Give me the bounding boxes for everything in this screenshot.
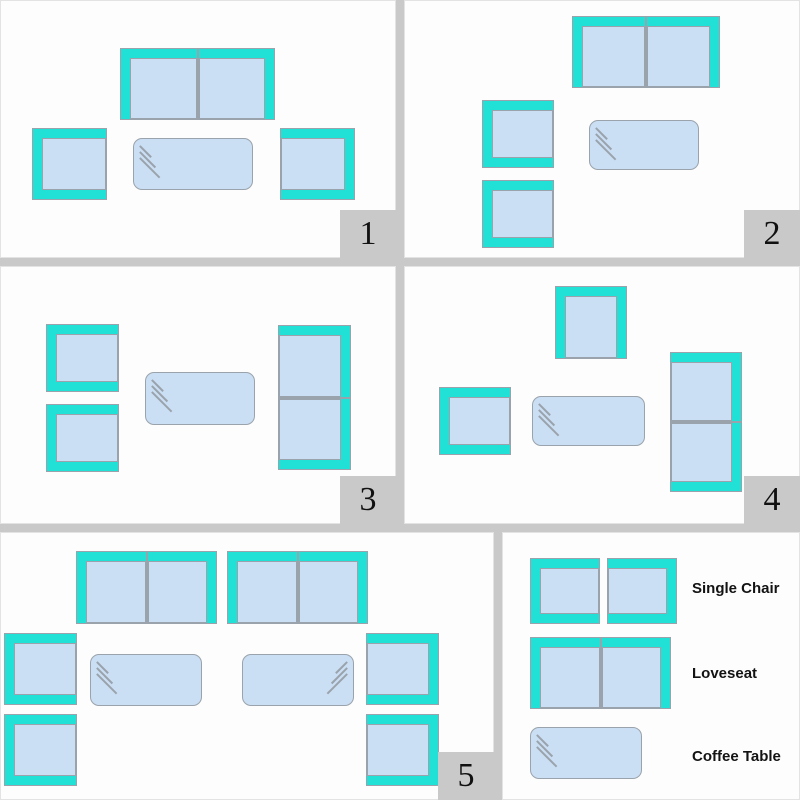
panel-number-badge: 3 [340,476,396,524]
coffee-table [133,138,253,190]
table-glass-shine-icon [96,661,131,695]
legend-label: Single Chair [692,580,780,597]
single-chair [46,404,119,472]
loveseat-cushion [86,561,146,623]
loveseat [278,325,351,470]
loveseat-cushion [130,58,197,119]
loveseat-cushion [279,335,341,397]
single-chair [555,286,627,359]
loveseat-cushion [279,398,341,460]
single-chair [32,128,107,200]
panel-number-badge: 5 [438,752,494,800]
loveseat-seat [670,352,742,422]
chair-cushion [492,190,553,238]
loveseat-cushion [147,561,207,623]
chair-cushion [565,296,617,358]
panel-number-badge: 2 [744,210,800,258]
loveseat [76,551,217,624]
loveseat-seat [76,551,147,624]
chair-cushion [492,110,553,158]
coffee-table [145,372,255,425]
table-glass-shine-icon [538,403,573,437]
loveseat-cushion [298,561,358,623]
coffee-table [242,654,354,706]
loveseat-seat [600,637,671,709]
legend-swatch-loveseat [530,637,671,709]
loveseat-seat [530,637,601,709]
loveseat-seat [278,397,351,470]
single-chair [4,714,77,786]
chair-cushion [608,568,667,614]
legend-swatch-chair [530,558,600,624]
loveseat-cushion [237,561,297,623]
chair-cushion [42,138,106,190]
loveseat [120,48,275,120]
table-glass-shine-icon [536,734,571,768]
chair-cushion [367,724,429,776]
loveseat [227,551,368,624]
chair-cushion [367,643,429,695]
single-chair [366,633,439,705]
chair-cushion [540,568,599,614]
loveseat-seat [120,48,198,120]
single-chair [482,180,554,248]
single-chair [280,128,355,200]
single-chair [4,633,77,705]
loveseat-seat [197,48,275,120]
loveseat-cushion [671,362,732,421]
loveseat-seat [146,551,217,624]
table-glass-shine-icon [313,661,348,695]
coffee-table [532,396,645,446]
legend-swatch-table [530,727,642,779]
chair-cushion [56,414,118,462]
table-glass-shine-icon [151,379,186,413]
loveseat-cushion [647,26,710,87]
chair-cushion [14,643,76,695]
single-chair [366,714,439,786]
single-chair [482,100,554,168]
loveseat-cushion [671,423,732,482]
loveseat-seat [670,422,742,492]
loveseat [670,352,742,492]
table-glass-shine-icon [595,127,630,161]
legend-label: Loveseat [692,665,758,682]
loveseat-cushion [601,647,661,708]
chair-cushion [281,138,345,190]
loveseat-seat [297,551,368,624]
chair-cushion [56,334,118,382]
coffee-table [90,654,202,706]
single-chair [46,324,119,392]
loveseat-seat [572,16,646,88]
loveseat-cushion [582,26,645,87]
loveseat-seat [227,551,298,624]
panel-number-badge: 4 [744,476,800,524]
legend-swatch-chair [607,558,677,624]
chair-cushion [14,724,76,776]
loveseat-seat [278,325,351,398]
loveseat-seat [646,16,720,88]
loveseat [572,16,720,88]
legend-label: Coffee Table [692,748,781,765]
coffee-table [589,120,699,170]
table-glass-shine-icon [139,145,174,179]
loveseat-cushion [540,647,600,708]
loveseat-cushion [198,58,265,119]
chair-cushion [449,397,510,445]
panel-number-badge: 1 [340,210,396,258]
single-chair [439,387,511,455]
